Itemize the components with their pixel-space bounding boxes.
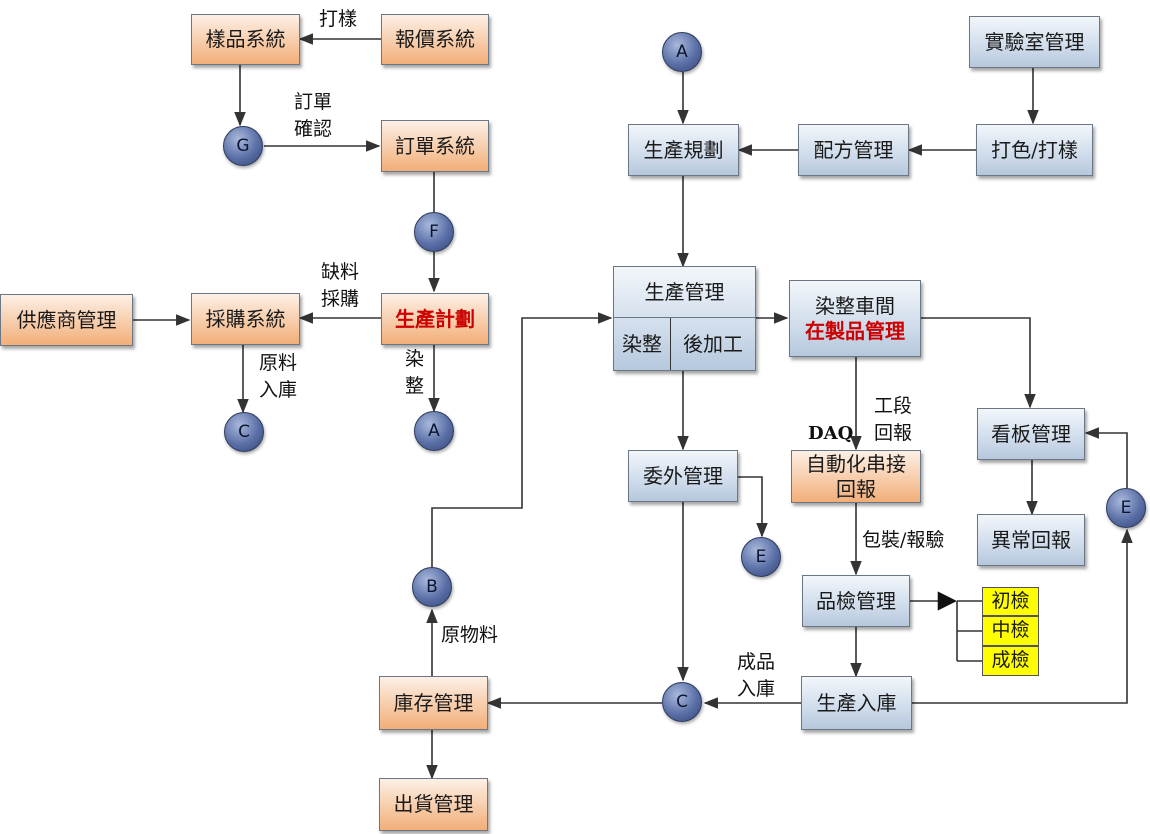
- exception-report-label: 異常回報: [991, 527, 1071, 552]
- formula-mgmt-box[interactable]: 配方管理: [798, 124, 909, 176]
- color-sampling-box[interactable]: 打色/打樣: [976, 124, 1093, 176]
- label-shortage-line1: 缺料: [321, 261, 360, 283]
- label-finished-in: 成品 入庫: [737, 649, 775, 702]
- label-dyeing: 染 整: [405, 346, 424, 399]
- exception-report-box[interactable]: 異常回報: [977, 514, 1085, 566]
- shipping-mgmt-label: 出貨管理: [393, 792, 474, 816]
- inventory-mgmt-box[interactable]: 庫存管理: [379, 676, 488, 730]
- lab-mgmt-label: 實驗室管理: [984, 29, 1085, 54]
- label-order-confirm-line2: 確認: [294, 117, 333, 140]
- label-process-report-line1: 工段: [874, 395, 913, 417]
- production-mgmt-post-processing[interactable]: 後加工: [683, 331, 743, 356]
- qc-middle-box[interactable]: 中檢: [982, 616, 1039, 646]
- label-raw-in: 原料 入庫: [259, 350, 297, 403]
- sample-system-box[interactable]: 樣品系統: [191, 14, 300, 65]
- production-planning-label: 生產規劃: [643, 137, 724, 162]
- wip-mgmt-label: 在製品管理: [805, 318, 905, 343]
- label-raw-in-line2: 入庫: [259, 378, 298, 401]
- label-process-report: 工段 回報: [874, 393, 912, 446]
- label-daq: DAQ: [808, 423, 854, 444]
- qc-final-label: 成檢: [991, 649, 1030, 672]
- node-a-top[interactable]: A: [662, 32, 702, 72]
- label-dyeing-line2: 整: [405, 374, 425, 397]
- qc-initial-label: 初檢: [991, 589, 1030, 612]
- production-warehousing-label: 生產入庫: [816, 690, 897, 715]
- color-sampling-label: 打色/打樣: [991, 137, 1078, 162]
- purchase-system-label: 採購系統: [205, 306, 286, 331]
- production-plan-box[interactable]: 生產計劃: [381, 293, 489, 345]
- production-mgmt-subsections: 染整 後加工: [614, 318, 755, 370]
- label-process-report-line2: 回報: [874, 421, 913, 444]
- wire-outsource-to-e: [738, 476, 768, 538]
- label-dyeing-line1: 染: [405, 348, 425, 370]
- production-mgmt-dyeing[interactable]: 染整: [614, 318, 671, 370]
- outsource-mgmt-box[interactable]: 委外管理: [628, 450, 738, 502]
- label-raw-in-line1: 原料: [259, 352, 298, 374]
- purchase-system-box[interactable]: 採購系統: [191, 293, 300, 345]
- production-planning-box[interactable]: 生產規劃: [628, 124, 739, 176]
- node-e-right[interactable]: E: [1106, 488, 1146, 528]
- qc-final-box[interactable]: 成檢: [982, 646, 1039, 676]
- shipping-mgmt-box[interactable]: 出貨管理: [379, 778, 488, 831]
- order-system-label: 訂單系統: [395, 133, 475, 158]
- qc-middle-label: 中檢: [991, 619, 1030, 642]
- auto-report-line1: 自動化串接: [806, 451, 906, 476]
- qc-mgmt-box[interactable]: 品檢管理: [802, 575, 910, 627]
- node-b[interactable]: B: [412, 567, 452, 607]
- node-e-mid[interactable]: E: [741, 537, 781, 577]
- dye-workshop-title: 染整車間: [815, 293, 895, 318]
- qc-mgmt-label: 品檢管理: [816, 588, 896, 613]
- label-order-confirm-line1: 訂單: [294, 91, 333, 113]
- formula-mgmt-label: 配方管理: [813, 137, 894, 162]
- production-mgmt-title: 生產管理: [614, 267, 755, 318]
- node-c-bottom[interactable]: C: [662, 682, 702, 722]
- outsource-mgmt-label: 委外管理: [643, 463, 723, 488]
- order-system-box[interactable]: 訂單系統: [381, 120, 489, 172]
- supplier-mgmt-label: 供應商管理: [16, 307, 117, 332]
- kanban-mgmt-label: 看板管理: [991, 421, 1071, 446]
- production-plan-label: 生產計劃: [395, 306, 475, 331]
- label-sampling: 打樣: [319, 8, 358, 30]
- label-order-confirm: 訂單 確認: [294, 89, 332, 142]
- node-c-left[interactable]: C: [224, 412, 264, 452]
- wire-dye-shop-to-kanban: [921, 317, 1036, 409]
- label-pack-inspect: 包裝/報驗: [862, 529, 945, 551]
- label-finished-in-line1: 成品: [737, 651, 776, 673]
- kanban-mgmt-box[interactable]: 看板管理: [977, 408, 1085, 460]
- auto-report-box[interactable]: 自動化串接 回報: [791, 450, 921, 503]
- label-finished-in-line2: 入庫: [737, 677, 776, 700]
- supplier-mgmt-box[interactable]: 供應商管理: [0, 294, 133, 346]
- lab-mgmt-box[interactable]: 實驗室管理: [969, 16, 1100, 68]
- quote-system-box[interactable]: 報價系統: [381, 14, 489, 65]
- node-f[interactable]: F: [414, 212, 454, 252]
- inventory-mgmt-label: 庫存管理: [393, 690, 474, 715]
- sample-system-label: 樣品系統: [205, 27, 286, 51]
- label-shortage-line2: 採購: [321, 287, 360, 310]
- production-mgmt-box[interactable]: 生產管理 染整 後加工: [613, 266, 756, 371]
- wire-e-to-kanban: [1084, 427, 1128, 488]
- label-shortage-purchase: 缺料 採購: [321, 259, 359, 312]
- wire-warehousing-to-e: [912, 528, 1133, 704]
- dye-workshop-box[interactable]: 染整車間 在製品管理: [789, 280, 921, 357]
- label-raw-material: 原物料: [441, 624, 499, 646]
- qc-initial-box[interactable]: 初檢: [982, 587, 1039, 616]
- node-a-bottom[interactable]: A: [414, 411, 454, 451]
- production-warehousing-box[interactable]: 生產入庫: [801, 676, 912, 730]
- quote-system-label: 報價系統: [395, 27, 475, 51]
- node-g[interactable]: G: [223, 126, 263, 166]
- auto-report-line2: 回報: [836, 476, 876, 501]
- wire-b-to-prod: [431, 312, 613, 567]
